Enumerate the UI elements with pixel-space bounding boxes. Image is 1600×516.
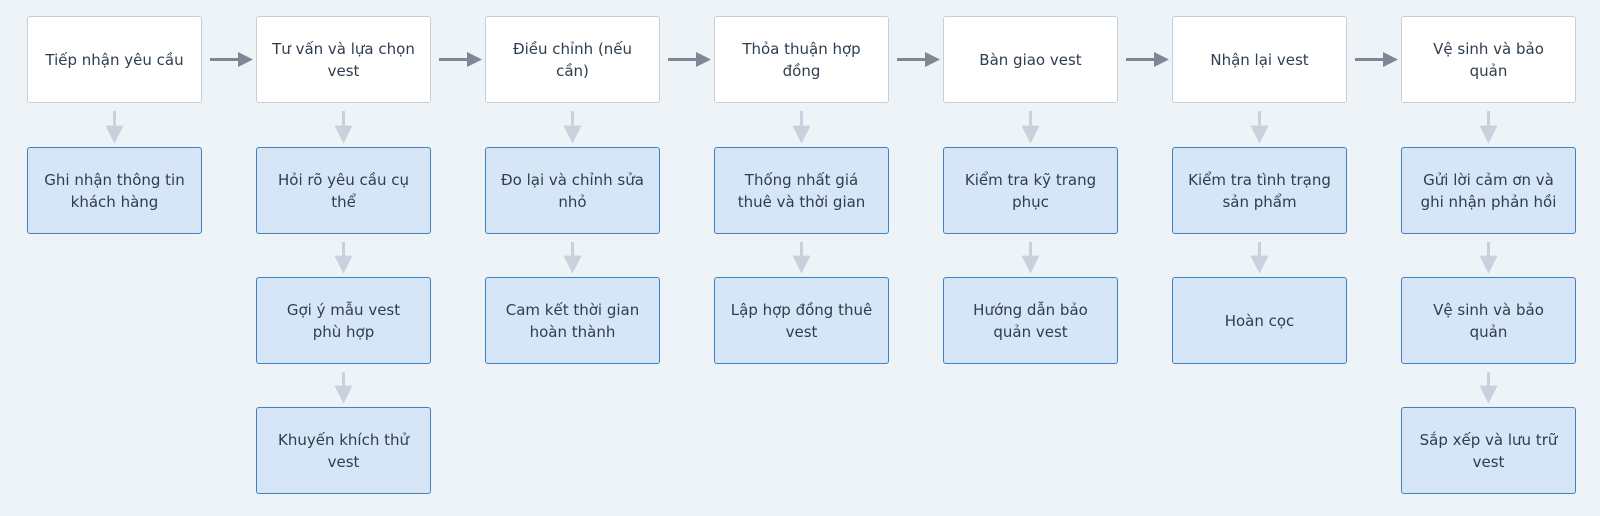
stage-box-1: Tiếp nhận yêu cầu (27, 16, 202, 103)
task-box-7-1: Gửi lời cảm ơn và ghi nhận phản hồi (1401, 147, 1576, 234)
task-box-2-1: Hỏi rõ yêu cầu cụ thể (256, 147, 431, 234)
task-box-2-2: Gợi ý mẫu vest phù hợp (256, 277, 431, 364)
task-box-3-1: Đo lại và chỉnh sửa nhỏ (485, 147, 660, 234)
stage-box-5: Bàn giao vest (943, 16, 1118, 103)
task-box-7-3: Sắp xếp và lưu trữ vest (1401, 407, 1576, 494)
stage-box-2: Tư vấn và lựa chọn vest (256, 16, 431, 103)
stage-box-7: Vệ sinh và bảo quản (1401, 16, 1576, 103)
task-box-1-1: Ghi nhận thông tin khách hàng (27, 147, 202, 234)
task-box-2-3: Khuyến khích thử vest (256, 407, 431, 494)
task-box-7-2: Vệ sinh và bảo quản (1401, 277, 1576, 364)
task-box-5-1: Kiểm tra kỹ trang phục (943, 147, 1118, 234)
task-box-5-2: Hướng dẫn bảo quản vest (943, 277, 1118, 364)
stage-box-6: Nhận lại vest (1172, 16, 1347, 103)
task-box-6-1: Kiểm tra tình trạng sản phẩm (1172, 147, 1347, 234)
task-box-4-2: Lập hợp đồng thuê vest (714, 277, 889, 364)
task-box-6-2: Hoàn cọc (1172, 277, 1347, 364)
task-box-4-1: Thống nhất giá thuê và thời gian (714, 147, 889, 234)
stage-box-3: Điều chỉnh (nếu cần) (485, 16, 660, 103)
task-box-3-2: Cam kết thời gian hoàn thành (485, 277, 660, 364)
stage-box-4: Thỏa thuận hợp đồng (714, 16, 889, 103)
